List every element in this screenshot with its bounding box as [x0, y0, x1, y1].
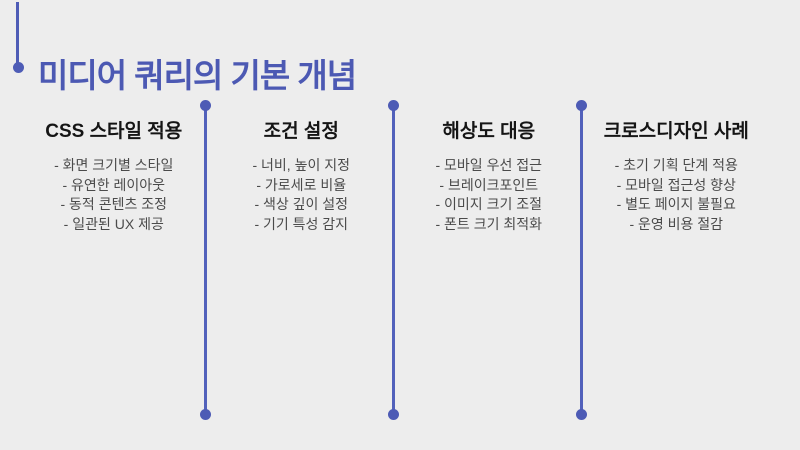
list-item: - 유연한 레이아웃	[62, 176, 166, 193]
divider-dot-bottom	[387, 409, 399, 420]
list-item: - 이미지 크기 조절	[435, 196, 543, 212]
list-item: - 너비, 높이 지정	[252, 157, 350, 173]
list-item: - 화면 크기별 스타일	[54, 157, 174, 173]
column-resolution: 해상도 대응 - 모바일 우선 접근 - 브레이크포인트 - 이미지 크기 조절…	[395, 121, 583, 234]
page-title: 미디어 쿼리의 기본 개념	[38, 57, 357, 95]
title-accent-line	[16, 2, 19, 64]
divider-dot-bottom	[575, 409, 587, 420]
divider-line	[575, 100, 587, 420]
title-accent-dot	[12, 62, 24, 73]
list-item: - 기기 특성 감지	[254, 215, 349, 232]
column-title: 해상도 대응	[442, 121, 536, 142]
list-item: - 가로세로 비율	[256, 176, 347, 193]
divider-line	[387, 100, 399, 420]
column-css-style: CSS 스타일 적용 - 화면 크기별 스타일 - 유연한 레이아웃 - 동적 …	[20, 121, 208, 234]
divider-dot-top	[387, 100, 399, 111]
list-item: - 초기 기획 단계 적용	[614, 157, 738, 173]
divider-dot-bottom	[199, 409, 211, 420]
list-item: - 운영 비용 절감	[629, 215, 724, 232]
divider-dot-top	[199, 100, 211, 111]
divider-line	[199, 100, 211, 420]
list-item: - 모바일 접근성 향상	[616, 176, 736, 193]
column-title: CSS 스타일 적용	[45, 121, 183, 142]
column-title: 크로스디자인 사례	[603, 121, 749, 142]
list-item: - 모바일 우선 접근	[435, 157, 543, 173]
divider-dot-top	[575, 100, 587, 111]
list-item: - 브레이크포인트	[439, 176, 539, 193]
column-crossdesign: 크로스디자인 사례 - 초기 기획 단계 적용 - 모바일 접근성 향상 - 별…	[583, 121, 771, 234]
columns-container: CSS 스타일 적용 - 화면 크기별 스타일 - 유연한 레이아웃 - 동적 …	[20, 121, 770, 234]
list-item: - 별도 페이지 불필요	[616, 196, 736, 212]
list-item: - 동적 콘텐츠 조정	[60, 196, 168, 212]
column-title: 조건 설정	[263, 121, 339, 142]
list-item: - 일관된 UX 제공	[63, 215, 164, 232]
list-item: - 폰트 크기 최적화	[435, 215, 543, 232]
list-item: - 색상 깊이 설정	[254, 196, 349, 212]
column-conditions: 조건 설정 - 너비, 높이 지정 - 가로세로 비율 - 색상 깊이 설정 -…	[208, 121, 396, 234]
